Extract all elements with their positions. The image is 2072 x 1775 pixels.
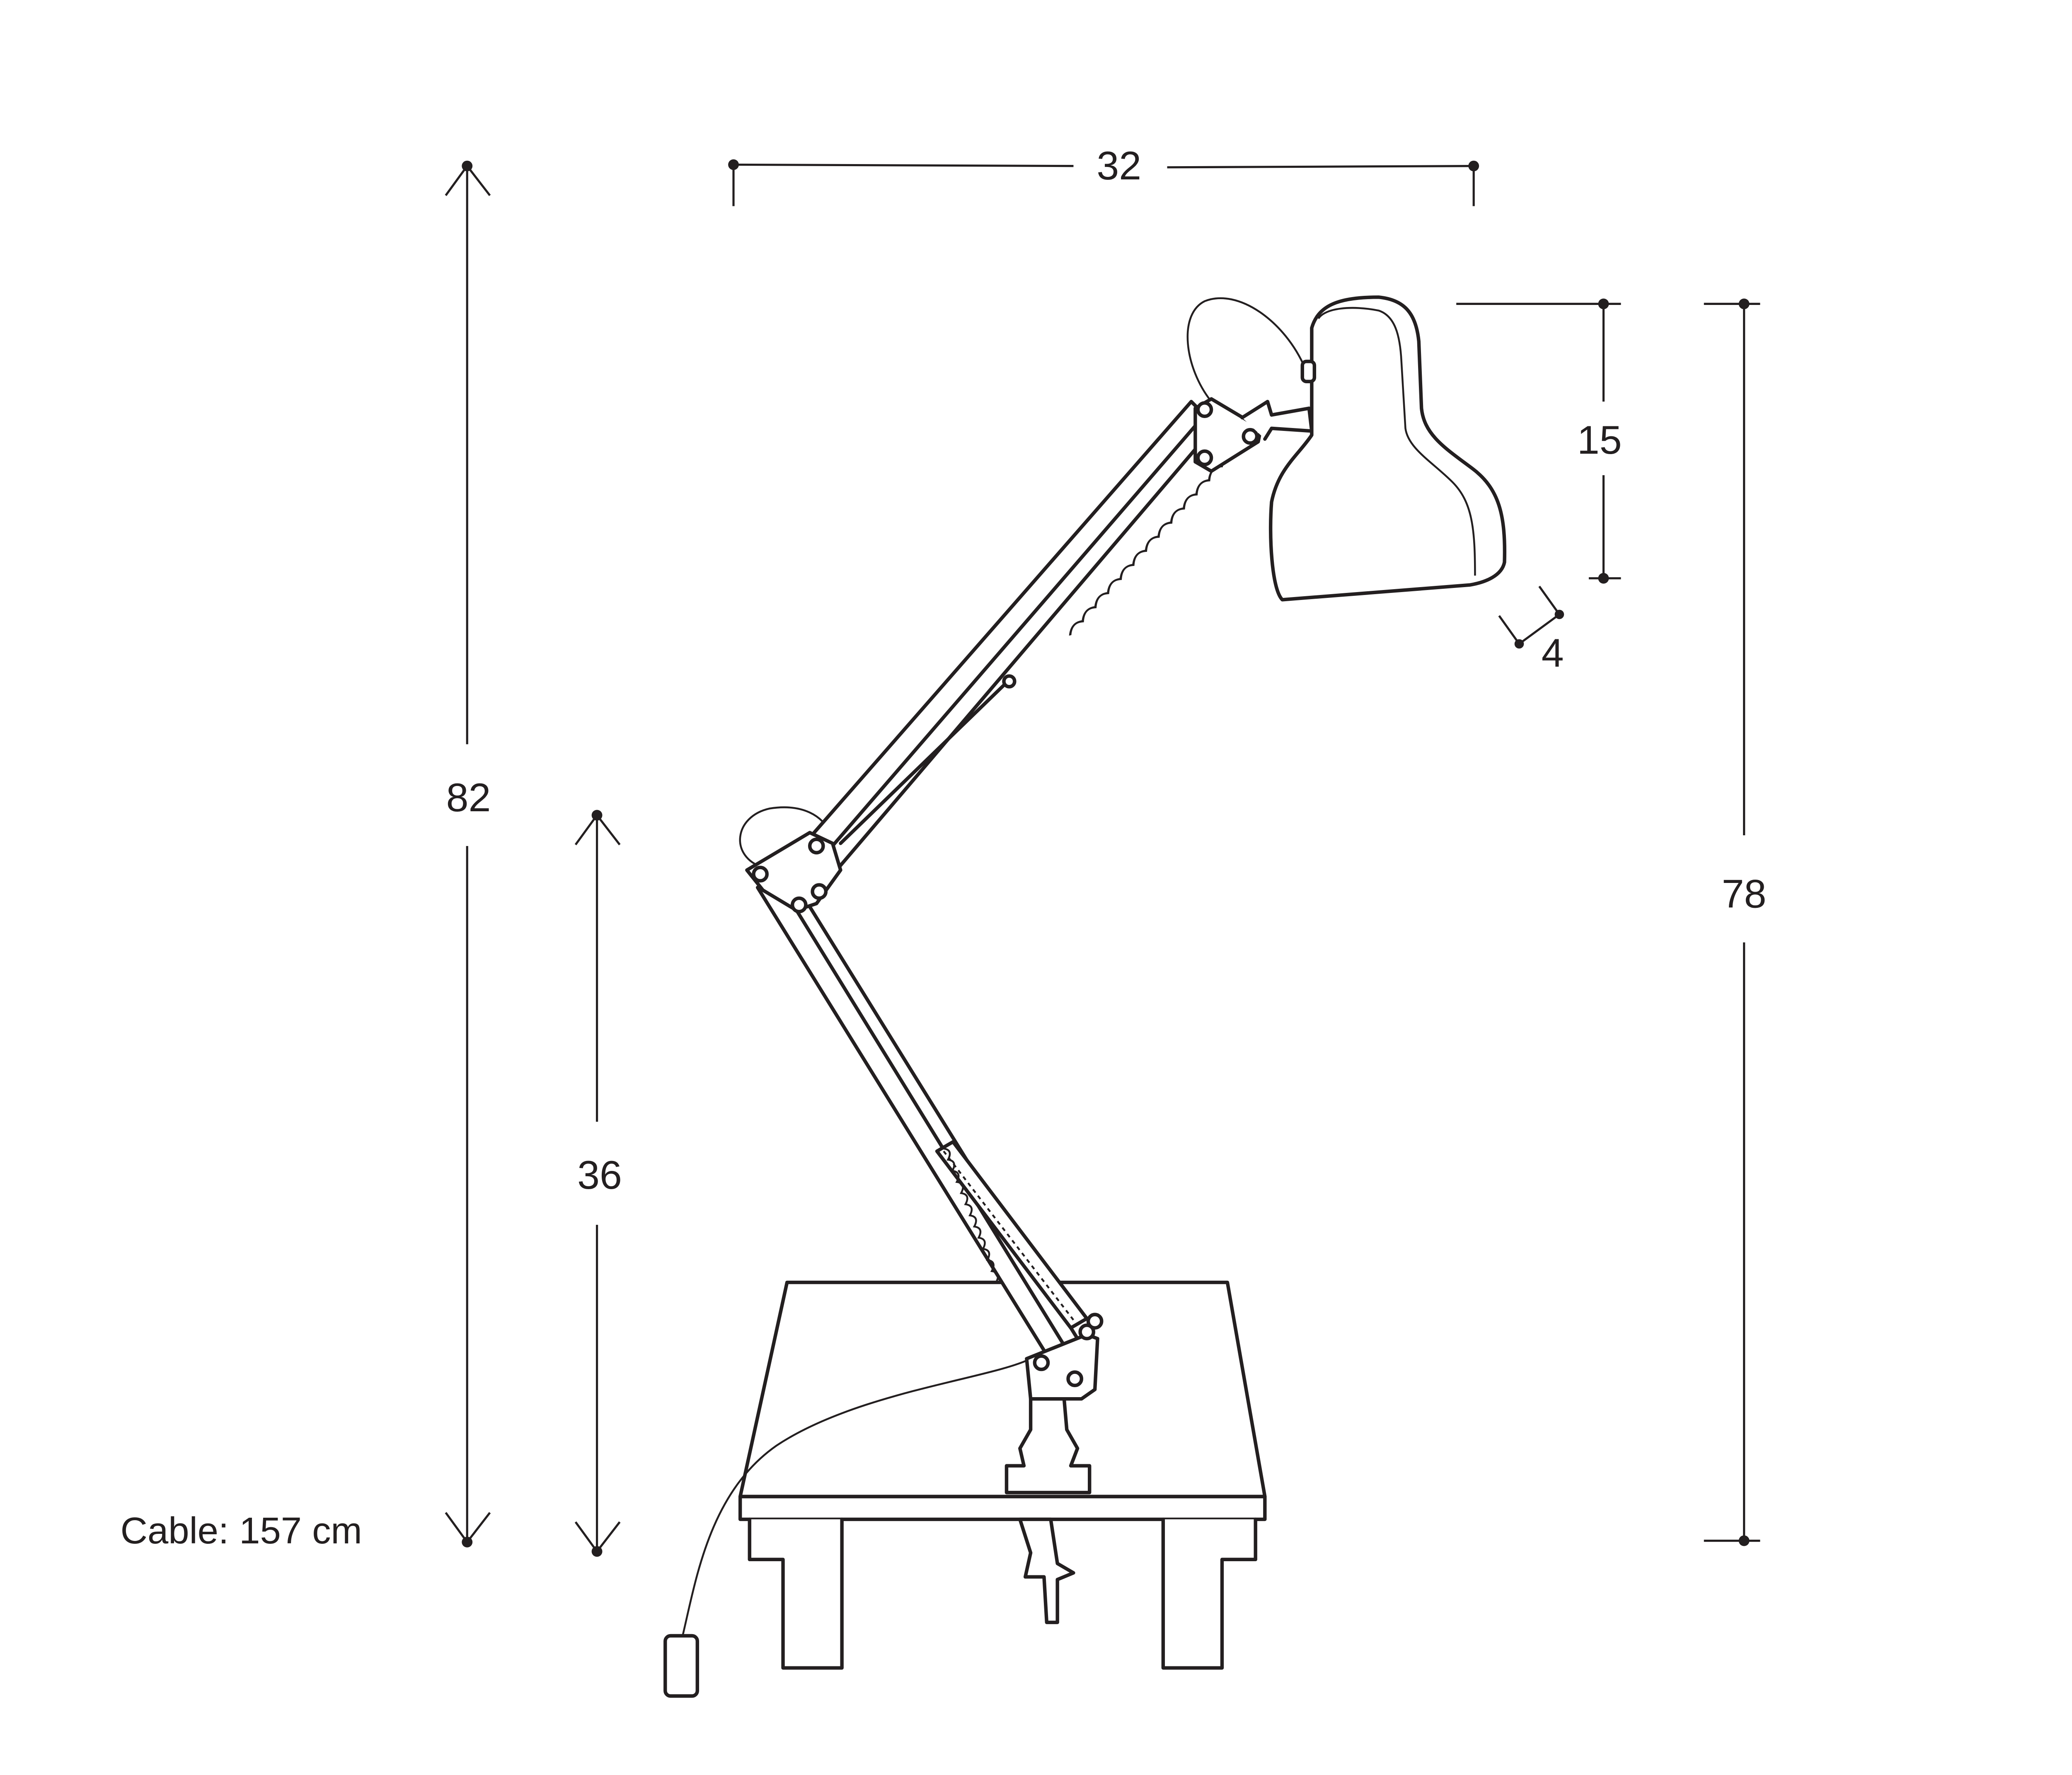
cable-illustration [663, 297, 1306, 1698]
shade-depth-label: 4 [1542, 630, 1564, 675]
base-height-dimension: 36 [574, 810, 622, 1557]
reach-height-label: 78 [1722, 871, 1767, 916]
cable-length-label: Cable: 157 cm [121, 1510, 362, 1552]
lamp-illustration [745, 295, 1507, 1624]
shade-height-dimension: 15 [1456, 298, 1622, 584]
width-label: 32 [1097, 143, 1141, 188]
shade-height-label: 15 [1577, 417, 1622, 462]
reach-height-dimension: 78 [1704, 298, 1767, 1546]
total-height-dimension: 82 [445, 160, 491, 1548]
shade-depth-dimension: 4 [1498, 585, 1564, 675]
total-height-label: 82 [446, 775, 491, 820]
width-dimension: 32 [728, 143, 1479, 206]
base-height-label: 36 [577, 1152, 622, 1197]
table-illustration [738, 1280, 1267, 1670]
